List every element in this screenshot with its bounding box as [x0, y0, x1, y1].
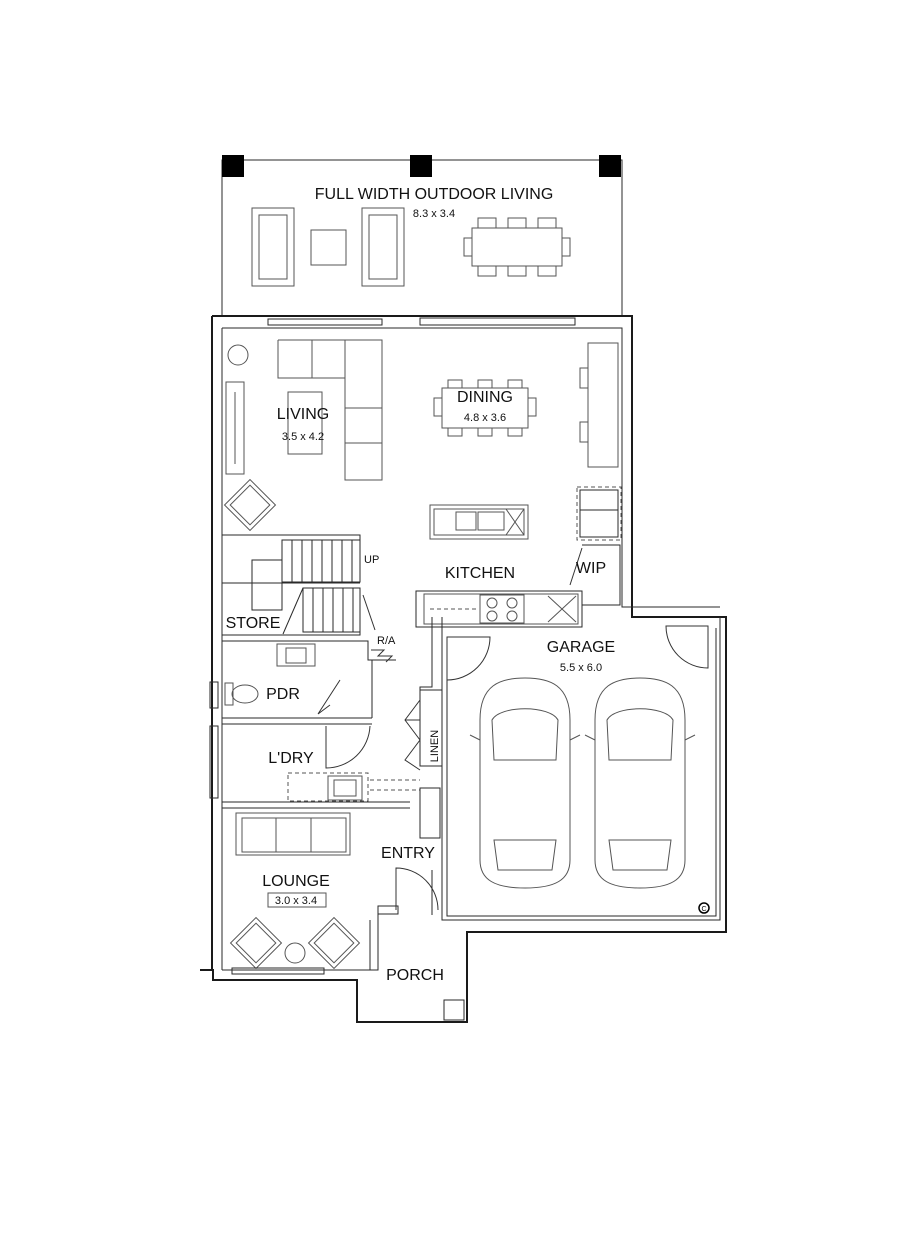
column-post — [222, 155, 244, 177]
garage-room-name: GARAGE — [547, 639, 615, 656]
side-table — [284, 942, 306, 964]
car-right — [584, 677, 696, 889]
armchair — [223, 478, 277, 532]
pdr-door — [317, 679, 341, 715]
interior-walls: R/A — [222, 617, 433, 809]
lounge-rug — [267, 892, 327, 908]
kitchen: KITCHEN — [415, 504, 583, 628]
car-left — [469, 677, 581, 889]
store-room-name: STORE — [226, 615, 281, 632]
laundry-door — [325, 725, 371, 769]
porch: PORCH — [386, 967, 465, 1021]
linen-cupboard: LINEN — [404, 689, 443, 771]
cooktop — [479, 594, 525, 624]
plant-pot — [227, 344, 249, 366]
entry-cupboard — [419, 787, 441, 839]
porch-post — [443, 999, 465, 1021]
outdoor-sofa — [251, 207, 295, 287]
laundry-room-name: L'DRY — [268, 750, 314, 767]
tv-unit — [225, 381, 245, 475]
living-coffee-table — [287, 391, 323, 455]
laundry: L'DRY — [209, 725, 420, 802]
stairs-up-label: UP — [364, 554, 379, 566]
living-room-name: LIVING — [277, 406, 329, 423]
copyright-icon: C — [698, 902, 710, 914]
dining-room-name: DINING — [457, 389, 513, 406]
outdoor-sofa — [361, 207, 405, 287]
staircase: UP STORE — [222, 534, 379, 636]
porch-room-name: PORCH — [386, 967, 444, 984]
kitchen-island — [429, 504, 529, 540]
dining-room: DINING 4.8 x 3.6 — [433, 342, 619, 468]
garage: C GARAGE 5.5 x 6.0 — [441, 617, 721, 921]
garage-internal-door — [446, 636, 491, 681]
corner-sofa — [277, 339, 383, 481]
lounge-room-name: LOUNGE — [262, 873, 330, 890]
armchair — [229, 916, 283, 970]
outdoor-coffee-table — [310, 229, 347, 266]
laundry-tub — [327, 775, 363, 801]
garage-side-door — [665, 625, 709, 669]
front-door — [395, 867, 439, 911]
garage-room-size: 5.5 x 6.0 — [560, 662, 602, 674]
outdoor-room-size: 8.3 x 3.4 — [413, 208, 455, 220]
lounge-sofa — [235, 812, 351, 856]
entry-room-name: ENTRY — [381, 845, 435, 862]
outdoor-room-name: FULL WIDTH OUTDOOR LIVING — [315, 186, 554, 203]
return-air-label: R/A — [377, 635, 396, 647]
vanity-basin — [276, 643, 316, 667]
column-post — [599, 155, 621, 177]
pdr-window — [209, 681, 219, 709]
sliding-door-dining — [419, 317, 576, 326]
living-room-size: 3.5 x 4.2 — [282, 431, 324, 443]
armchair — [307, 916, 361, 970]
kitchen-bench — [415, 590, 583, 628]
lounge-room-size: 3.0 x 3.4 — [275, 895, 317, 907]
toilet — [224, 682, 259, 706]
column-post — [410, 155, 432, 177]
outdoor-living-area: FULL WIDTH OUTDOOR LIVING 8.3 x 3.4 — [221, 155, 623, 317]
sideboard — [579, 342, 619, 468]
exterior-walls — [200, 315, 727, 1023]
entry: ENTRY — [377, 787, 441, 915]
sliding-door-living — [267, 318, 383, 326]
return-air-grille — [371, 649, 394, 663]
lounge-window — [231, 967, 325, 975]
dining-table — [433, 379, 537, 437]
walk-in-pantry: WIP — [569, 486, 622, 606]
lounge: LOUNGE 3.0 x 3.4 — [222, 812, 379, 975]
wip-room-name: WIP — [576, 560, 606, 577]
powder-room: PDR — [209, 643, 341, 715]
kitchen-room-name: KITCHEN — [445, 565, 515, 582]
outdoor-dining-table — [463, 217, 571, 277]
dining-room-size: 4.8 x 3.6 — [464, 412, 506, 424]
living-room: LIVING 3.5 x 4.2 — [223, 339, 383, 532]
pdr-room-name: PDR — [266, 686, 300, 703]
svg-text:C: C — [701, 906, 706, 913]
linen-label: LINEN — [429, 730, 441, 762]
laundry-window — [209, 725, 219, 799]
